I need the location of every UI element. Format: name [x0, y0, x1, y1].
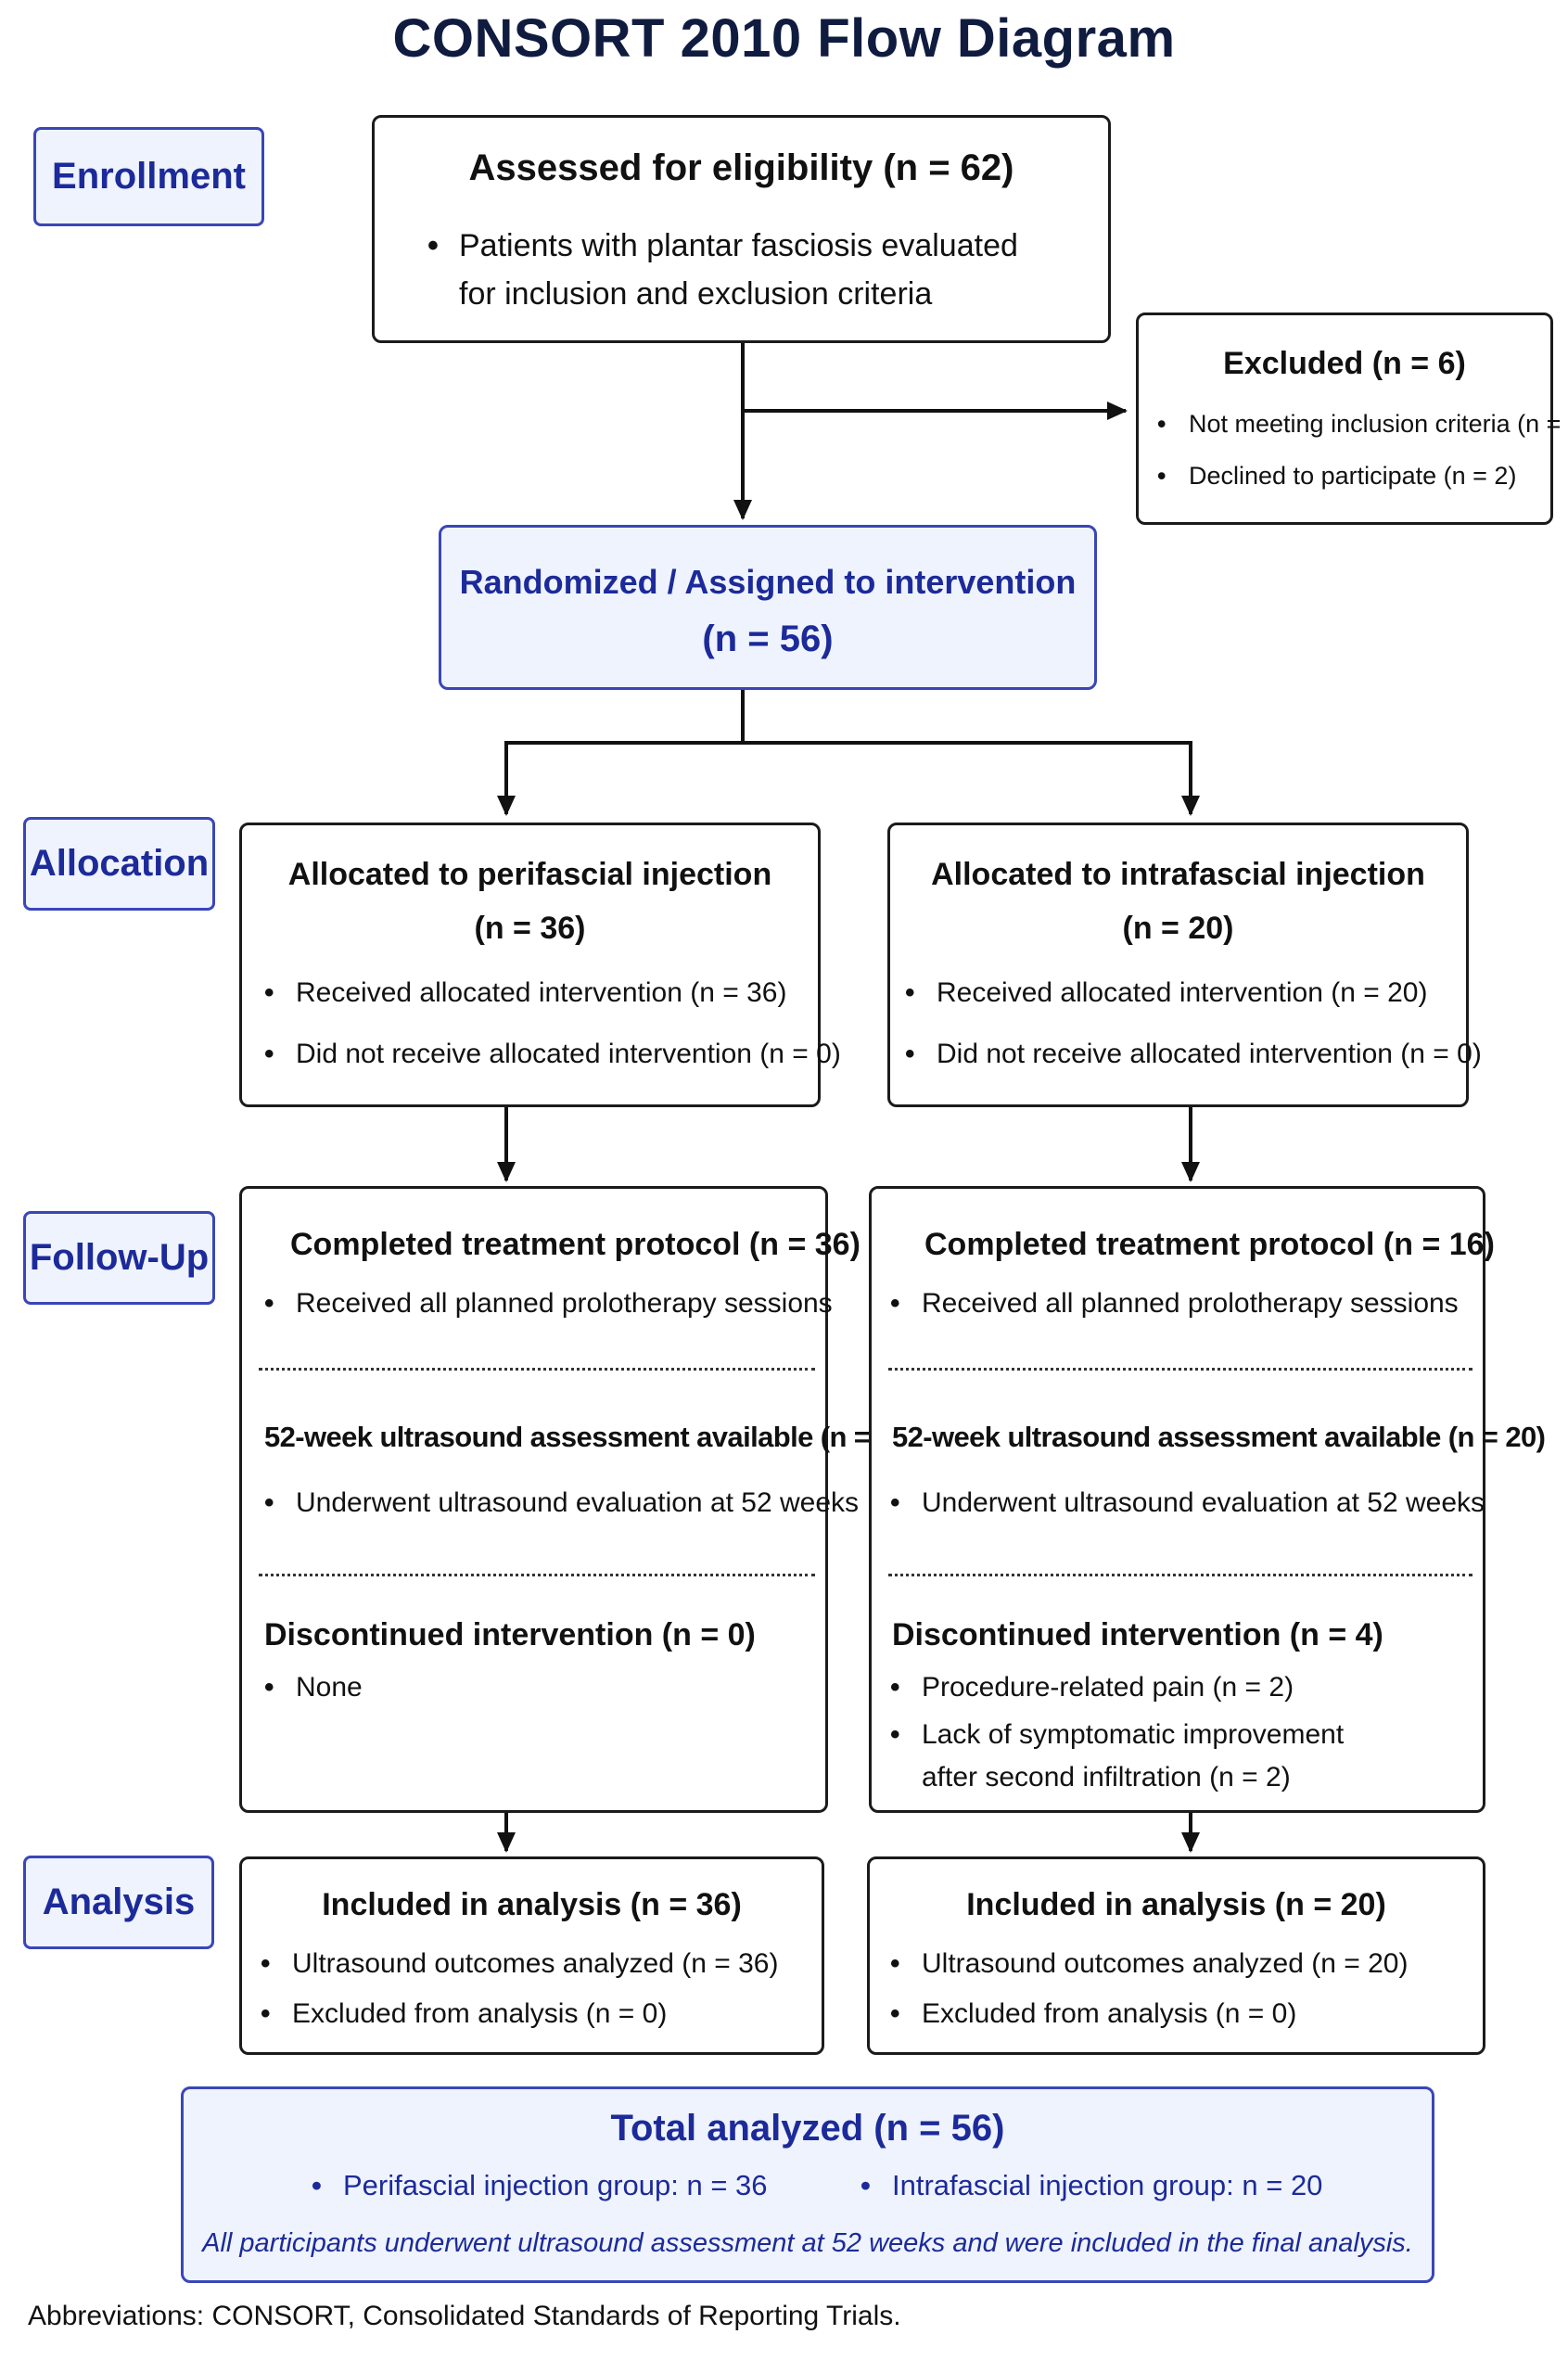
followup-left-divider-2	[259, 1574, 815, 1576]
stage-analysis-label: Analysis	[42, 1882, 196, 1922]
analysis-perifascial-box: Included in analysis (n = 36) •Ultrasoun…	[239, 1856, 824, 2055]
follow-up-perifascial-box: Completed treatment protocol (n = 36) •R…	[239, 1186, 918, 1813]
excluded-item-2: •Declined to participate (n = 2)	[1157, 462, 1517, 490]
followup-right-ultrasound-item: •Underwent ultrasound evaluation at 52 w…	[890, 1487, 1485, 1518]
branch-randomized	[497, 690, 745, 816]
randomized-line1: Randomized / Assigned to intervention	[459, 563, 1077, 601]
analysis-left-item-2: •Excluded from analysis (n = 0)	[261, 1998, 668, 2029]
allocation-left-item-2: •Did not receive allocated intervention …	[264, 1039, 841, 1069]
followup-left-divider-1	[259, 1368, 815, 1371]
page-title: CONSORT 2010 Flow Diagram	[392, 8, 1176, 69]
followup-left-discontinued-heading: Discontinued intervention (n = 0)	[264, 1617, 756, 1652]
followup-right-discontinued-item-1: •Procedure-related pain (n = 2)	[890, 1672, 1294, 1703]
follow-up-intrafascial-box: Completed treatment protocol (n = 16) •R…	[869, 1186, 1546, 1813]
analysis-right-item-1-text: Ultrasound outcomes analyzed (n = 20)	[922, 1948, 1409, 1979]
allocation-perifascial-box: Allocated to perifascial injection (n = …	[239, 823, 841, 1107]
allocation-left-item-2-text: Did not receive allocated intervention (…	[296, 1039, 841, 1069]
followup-right-discontinued-item-1-text: Procedure-related pain (n = 2)	[922, 1672, 1294, 1703]
stage-enrollment-label: Enrollment	[52, 156, 246, 197]
allocation-right-item-2: •Did not receive allocated intervention …	[905, 1039, 1482, 1069]
eligibility-bullet-line2: for inclusion and exclusion criteria	[459, 276, 933, 312]
excluded-box: Excluded (n = 6) •Not meeting inclusion …	[1136, 313, 1568, 525]
followup-right-completed-item: •Received all planned prolotherapy sessi…	[890, 1288, 1459, 1319]
analysis-left-item-1: •Ultrasound outcomes analyzed (n = 36)	[261, 1948, 779, 1979]
followup-left-discontinued-item-text: None	[296, 1672, 363, 1703]
followup-left-ultrasound-item: •Underwent ultrasound evaluation at 52 w…	[264, 1487, 860, 1518]
followup-right-completed-item-text: Received all planned prolotherapy sessio…	[922, 1288, 1459, 1319]
allocation-right-item-2-text: Did not receive allocated intervention (…	[937, 1039, 1482, 1069]
stage-enrollment: Enrollment	[33, 127, 264, 226]
allocation-left-heading-1: Allocated to perifascial injection	[287, 857, 772, 892]
analysis-left-item-1-text: Ultrasound outcomes analyzed (n = 36)	[292, 1948, 779, 1979]
followup-right-discontinued-heading: Discontinued intervention (n = 4)	[892, 1617, 1383, 1652]
randomized-box: Randomized / Assigned to intervention (n…	[439, 525, 1097, 690]
total-group-2-text: Intrafascial injection group: n = 20	[892, 2169, 1323, 2201]
analysis-left-item-2-text: Excluded from analysis (n = 0)	[292, 1998, 668, 2029]
analysis-right-item-2-text: Excluded from analysis (n = 0)	[922, 1998, 1297, 2029]
followup-left-discontinued-item: •None	[264, 1672, 363, 1703]
stage-follow-up: Follow-Up	[23, 1211, 215, 1305]
stage-analysis: Analysis	[23, 1856, 214, 1949]
total-note: All participants underwent ultrasound as…	[202, 2228, 1413, 2258]
allocation-right-heading-2: (n = 20)	[1122, 911, 1234, 946]
followup-right-divider-1	[888, 1368, 1472, 1371]
stage-allocation: Allocation	[23, 817, 215, 911]
branch-randomized-right	[743, 741, 1200, 816]
allocation-left-heading-2: (n = 36)	[474, 911, 586, 946]
allocation-right-heading-1: Allocated to intrafascial injection	[931, 857, 1425, 892]
followup-right-ultrasound-item-text: Underwent ultrasound evaluation at 52 we…	[922, 1487, 1485, 1518]
analysis-right-item-1: •Ultrasound outcomes analyzed (n = 20)	[890, 1948, 1409, 1979]
abbreviations-footer: Abbreviations: CONSORT, Consolidated Sta…	[28, 2301, 901, 2331]
allocation-right-item-1: •Received allocated intervention (n = 20…	[905, 977, 1428, 1008]
followup-left-ultrasound-item-text: Underwent ultrasound evaluation at 52 we…	[296, 1487, 860, 1518]
followup-right-divider-2	[888, 1574, 1472, 1576]
analysis-right-heading: Included in analysis (n = 20)	[966, 1887, 1386, 1922]
total-group-2: •Intrafascial injection group: n = 20	[860, 2169, 1323, 2201]
allocation-left-item-1-text: Received allocated intervention (n = 36)	[296, 977, 787, 1008]
excluded-item-1-text: Not meeting inclusion criteria (n = 4)	[1189, 410, 1568, 438]
excluded-heading: Excluded (n = 6)	[1223, 346, 1466, 381]
eligibility-box: Assessed for eligibility (n = 62) •Patie…	[372, 115, 1111, 343]
allocation-intrafascial-box: Allocated to intrafascial injection (n =…	[887, 823, 1482, 1107]
followup-left-completed-item-text: Received all planned prolotherapy sessio…	[296, 1288, 833, 1319]
allocation-left-item-1: •Received allocated intervention (n = 36…	[264, 977, 787, 1008]
excluded-item-2-text: Declined to participate (n = 2)	[1189, 462, 1517, 490]
followup-right-completed-heading: Completed treatment protocol (n = 16)	[924, 1227, 1495, 1262]
followup-right-discontinued-item-2-line1: Lack of symptomatic improvement	[922, 1719, 1345, 1750]
total-heading: Total analyzed (n = 56)	[610, 2108, 1005, 2149]
eligibility-heading: Assessed for eligibility (n = 62)	[468, 147, 1014, 188]
followup-right-discontinued-item-2-line2: after second infiltration (n = 2)	[922, 1762, 1291, 1792]
stage-allocation-label: Allocation	[29, 843, 210, 884]
allocation-right-item-1-text: Received allocated intervention (n = 20)	[937, 977, 1428, 1008]
followup-left-completed-heading: Completed treatment protocol (n = 36)	[290, 1227, 860, 1262]
eligibility-bullet-line1: Patients with plantar fasciosis evaluate…	[459, 228, 1018, 263]
analysis-left-heading: Included in analysis (n = 36)	[322, 1887, 742, 1922]
followup-right-discontinued-item-2: •Lack of symptomatic improvement after s…	[890, 1719, 1345, 1792]
randomized-line2: (n = 56)	[702, 619, 834, 659]
followup-left-completed-item: •Received all planned prolotherapy sessi…	[264, 1288, 833, 1319]
followup-right-ultrasound-heading: 52-week ultrasound assessment available …	[892, 1421, 1546, 1453]
total-analyzed-box: Total analyzed (n = 56) •Perifascial inj…	[181, 2086, 1434, 2283]
total-group-1: •Perifascial injection group: n = 36	[312, 2169, 768, 2201]
followup-left-ultrasound-heading: 52-week ultrasound assessment available …	[264, 1421, 918, 1453]
excluded-item-1: •Not meeting inclusion criteria (n = 4)	[1157, 410, 1568, 439]
analysis-right-item-2: •Excluded from analysis (n = 0)	[890, 1998, 1297, 2029]
total-group-1-text: Perifascial injection group: n = 36	[343, 2169, 768, 2201]
stage-follow-up-label: Follow-Up	[29, 1237, 210, 1278]
analysis-intrafascial-box: Included in analysis (n = 20) •Ultrasoun…	[867, 1856, 1485, 2055]
eligibility-bullet: •Patients with plantar fasciosis evaluat…	[427, 228, 1018, 312]
